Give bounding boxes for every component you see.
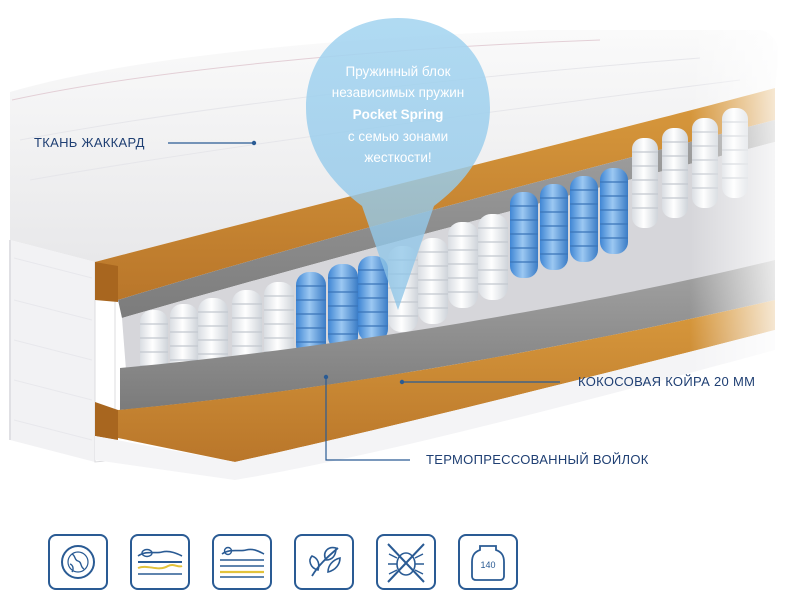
max-weight-value: 140: [480, 560, 495, 570]
bubble-line-1: Пружинный блок: [345, 64, 450, 79]
spring-blue: [540, 184, 568, 270]
bubble-line-5: жесткости!: [364, 150, 431, 165]
spring-blue: [358, 256, 388, 342]
label-jacquard-text: ТКАНЬ ЖАККАРД: [34, 135, 145, 150]
spring: [632, 138, 658, 228]
bottom-fabric: [95, 330, 775, 480]
leader-dot: [399, 379, 405, 385]
spring-blue: [328, 264, 358, 350]
spring-blue: [510, 192, 538, 278]
spring-blue: [570, 176, 598, 262]
mattress-support-icon: [212, 534, 272, 590]
bubble-line-4: с семью зонами: [348, 129, 448, 144]
leaf-icon: [294, 534, 354, 590]
max-weight-icon: 140: [458, 534, 518, 590]
mattress-sleeper-icon: [130, 534, 190, 590]
globe-icon: [48, 534, 108, 590]
bubble-line-2: независимых пружин: [332, 85, 464, 100]
label-coir: КОКОСОВАЯ КОЙРА 20 ММ: [399, 374, 755, 389]
label-jacquard: ТКАНЬ ЖАККАРД: [34, 135, 257, 150]
right-fade: [690, 20, 800, 490]
spring: [662, 128, 688, 218]
spring: [448, 222, 478, 308]
leader-dot: [251, 140, 257, 146]
spring: [478, 214, 508, 300]
callout-bubble: Пружинный блок независимых пружин Pocket…: [306, 18, 490, 310]
leader-line: [325, 379, 410, 461]
leader-dot: [323, 374, 329, 380]
spring: [264, 282, 294, 368]
spring-blue: [600, 168, 628, 254]
label-felt: ТЕРМОПРЕССОВАННЫЙ ВОЙЛОК: [323, 374, 649, 467]
no-mites-icon: [376, 534, 436, 590]
lower-coir-layer: [95, 300, 775, 462]
lower-felt-layer: [120, 260, 775, 410]
spring: [418, 238, 448, 324]
spring-blue: [296, 272, 326, 358]
label-felt-text: ТЕРМОПРЕССОВАННЫЙ ВОЙЛОК: [426, 452, 649, 467]
label-coir-text: КОКОСОВАЯ КОЙРА 20 ММ: [578, 374, 755, 389]
feature-icons: 140: [48, 534, 518, 594]
bubble-line-3: Pocket Spring: [353, 107, 444, 122]
